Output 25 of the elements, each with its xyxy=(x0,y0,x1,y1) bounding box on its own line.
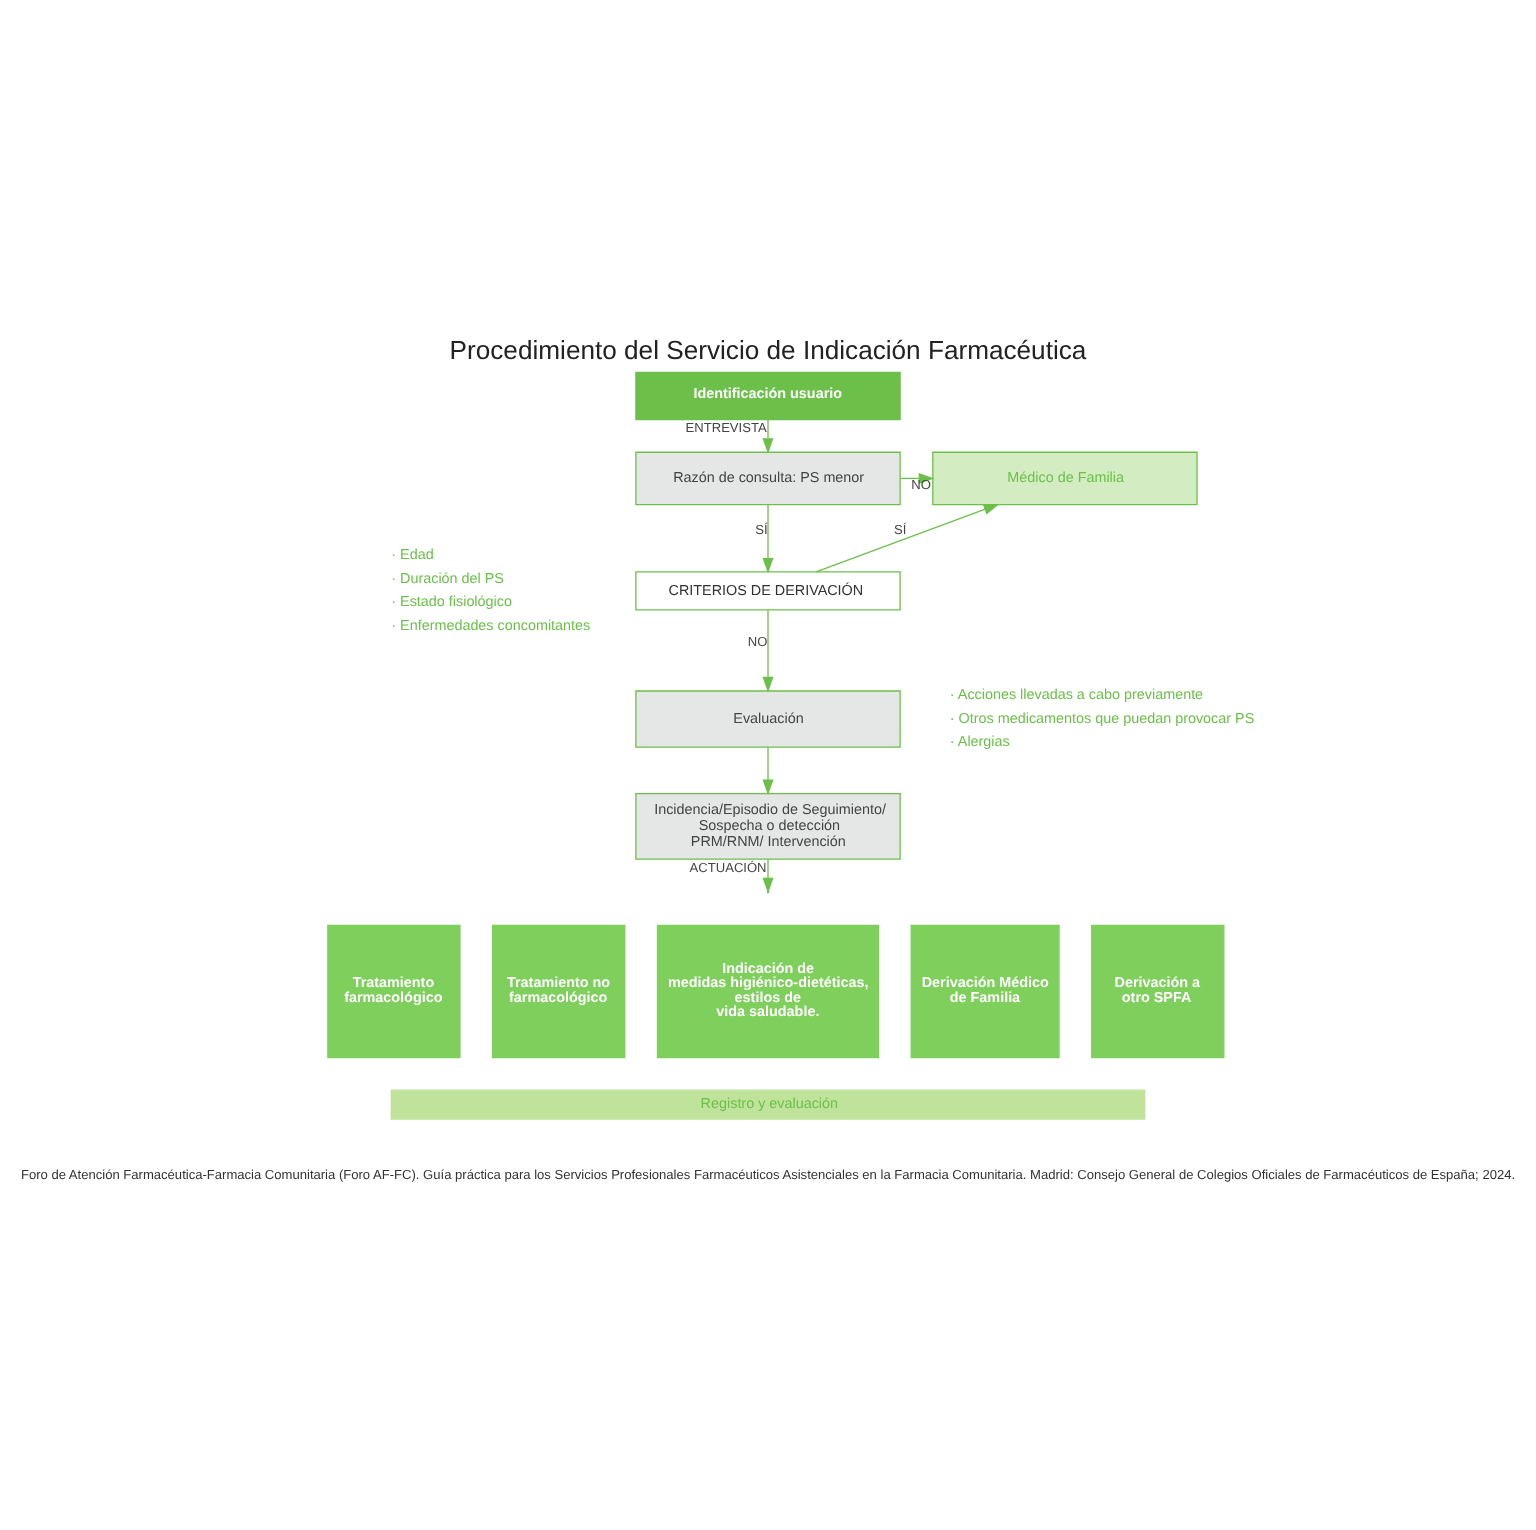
node-box: Evaluación xyxy=(635,689,901,747)
node-box: Incidencia/Episodio de Seguimiento/ Sospecha o detección PRM/RNM/ Intervención xyxy=(635,792,901,859)
node-box: Médico de Familia xyxy=(932,450,1198,505)
node-label: · Acciones llevadas a cabo previamente xyxy=(949,684,1204,703)
arrow xyxy=(815,502,1000,572)
diagram-title: Procedimiento del Servicio de Indicación Farmacéutica xyxy=(449,334,1087,365)
node-box: Registro y evaluación xyxy=(390,1088,1146,1119)
node-label: · Duración del PS xyxy=(391,567,504,586)
node-box: Derivación Médico de Familia xyxy=(910,923,1060,1058)
arrow xyxy=(762,418,774,453)
node-box: Indicación de medidas higiénico-dietéticas, estilos de vida saludable. xyxy=(656,923,880,1058)
node-label: · Estado fisiológico xyxy=(391,591,512,610)
node-box: Derivación a otro SPFA xyxy=(1091,923,1225,1058)
node-box: Tratamiento no farmacológico xyxy=(492,923,626,1058)
node-label: · Otros medicamentos que puedan provocar PS xyxy=(949,707,1255,726)
node-box: CRITERIOS DE DERIVACIÓN xyxy=(635,570,901,610)
node-box: Tratamiento farmacológico xyxy=(327,923,461,1058)
arrow xyxy=(762,745,774,795)
node-box: Razón de consulta: PS menor xyxy=(635,450,901,505)
arrow xyxy=(762,608,774,692)
node-label: · Enfermedades concomitantes xyxy=(391,614,591,633)
node-box: Identificación usuario xyxy=(635,370,901,420)
node-label: · Alergias xyxy=(949,731,1010,750)
arrow xyxy=(762,503,774,573)
node-label: · Edad xyxy=(391,544,434,563)
